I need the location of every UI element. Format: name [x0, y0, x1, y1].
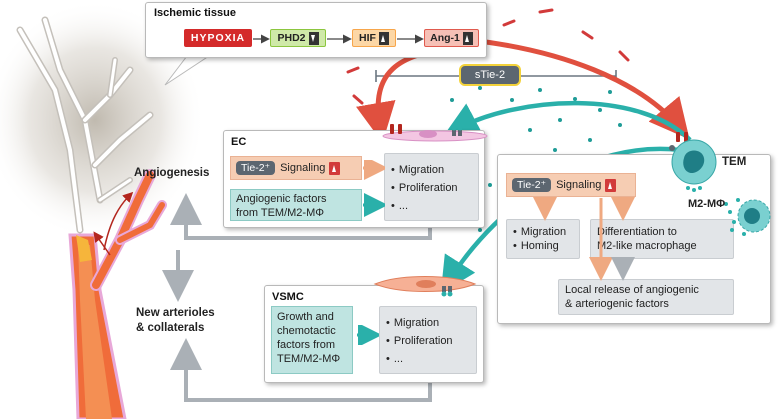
ec-inner-arrows — [363, 160, 385, 217]
hif-chip: HIF — [352, 29, 396, 47]
ec-effect: Proliferation — [391, 179, 472, 197]
vsmc-factor-line: factors from — [277, 339, 336, 351]
tem-release-line1: Local release of angiogenic — [565, 284, 699, 296]
vsmc-to-arterioles-arrow — [170, 338, 432, 402]
tem-effect: Migration — [513, 225, 573, 239]
vsmc-effect: Migration — [386, 314, 470, 332]
down-arrow-icon — [308, 31, 319, 45]
pathway-arrows — [253, 34, 424, 44]
ec-angiogenic-factors: Angiogenic factors from TEM/M2-MΦ — [230, 189, 362, 221]
tem-diff-line1: Differentiation to — [597, 226, 677, 238]
tem-local-release-box: Local release of angiogenic & arteriogen… — [558, 279, 734, 315]
hypoxia-chip: HYPOXIA — [184, 29, 252, 47]
tem-inner-arrows — [533, 197, 635, 281]
vsmc-cell — [373, 276, 477, 297]
ec-factors-line1: Angiogenic factors — [236, 193, 327, 205]
ec-panel: EC Tie-2⁺ Signaling Angiogenic factors f… — [223, 130, 485, 228]
up-arrow-icon — [462, 31, 473, 45]
ang1-chip: Ang-1 — [424, 29, 479, 47]
tem-tie2-pill: Tie-2⁺ — [512, 178, 552, 192]
ec-to-angiogenesis-arrow — [170, 193, 432, 240]
vsmc-factor-line: chemotactic — [277, 325, 336, 337]
tem-signaling-label: Signaling — [556, 179, 602, 191]
ischemic-tissue-title: Ischemic tissue — [154, 7, 236, 19]
ec-factors-line2: from TEM/M2-MΦ — [236, 207, 325, 219]
tem-to-ec-arrow — [443, 100, 692, 142]
up-arrow-icon — [378, 31, 389, 45]
vsmc-inner-arrow — [357, 325, 379, 345]
up-arrow-icon — [329, 161, 341, 175]
up-arrow-icon — [605, 178, 617, 192]
endothelial-cell — [382, 124, 488, 142]
tem-diff-line2: M2-like macrophage — [597, 240, 697, 252]
factor-dots — [450, 86, 622, 232]
tem-effects-box: Migration Homing — [506, 219, 580, 259]
ang1-label: Ang-1 — [430, 32, 460, 44]
stie2-badge: sTie-2 — [459, 64, 521, 86]
ang1-to-tem-arrow — [469, 37, 690, 140]
phd2-chip: PHD2 — [270, 29, 326, 47]
ec-signaling-label: Signaling — [280, 162, 326, 174]
hif-label: HIF — [359, 32, 376, 44]
ec-title: EC — [231, 136, 247, 148]
m2-macrophage-label: M2-MΦ — [688, 198, 726, 210]
new-arterioles-line2: & collaterals — [136, 322, 205, 334]
tem-panel: Tie-2⁺ Signaling Migration Homing Differ… — [497, 154, 771, 324]
new-arterioles-line1: New arterioles — [136, 307, 215, 319]
ec-effects-box: Migration Proliferation ... — [384, 153, 479, 221]
ischemic-tissue-panel: Ischemic tissue HYPOXIA PHD2 HIF Ang-1 — [145, 2, 487, 58]
vsmc-factor-line: TEM/M2-MΦ — [277, 353, 341, 365]
tem-tie2-signaling: Tie-2⁺ Signaling — [506, 173, 636, 197]
ec-effect: Migration — [391, 161, 472, 179]
ang1-to-ec-arrow — [356, 45, 453, 143]
tem-effect: Homing — [513, 239, 573, 253]
ischemic-capillaries — [16, 16, 154, 234]
vsmc-factor-line: Growth and — [277, 311, 334, 323]
vsmc-title: VSMC — [272, 291, 304, 303]
tem-differentiation-box: Differentiation to M2-like macrophage — [590, 219, 734, 259]
new-arterioles-label: New arterioles & collaterals — [136, 306, 215, 336]
vsmc-factors-box: Growth and chemotactic factors from TEM/… — [271, 306, 353, 374]
ec-tie2-signaling: Tie-2⁺ Signaling — [230, 156, 362, 180]
vsmc-effects-box: Migration Proliferation ... — [379, 306, 477, 374]
vsmc-effect: ... — [386, 350, 470, 368]
vsmc-effect: Proliferation — [386, 332, 470, 350]
tem-label: TEM — [722, 156, 747, 168]
tem-release-line2: & arteriogenic factors — [565, 298, 669, 310]
angiogenesis-label: Angiogenesis — [134, 167, 210, 179]
tem-cells — [669, 132, 771, 236]
ec-effect: ... — [391, 197, 472, 215]
phd2-label: PHD2 — [277, 32, 306, 44]
ec-tie2-pill: Tie-2⁺ — [236, 161, 276, 175]
main-vessel — [68, 169, 167, 419]
